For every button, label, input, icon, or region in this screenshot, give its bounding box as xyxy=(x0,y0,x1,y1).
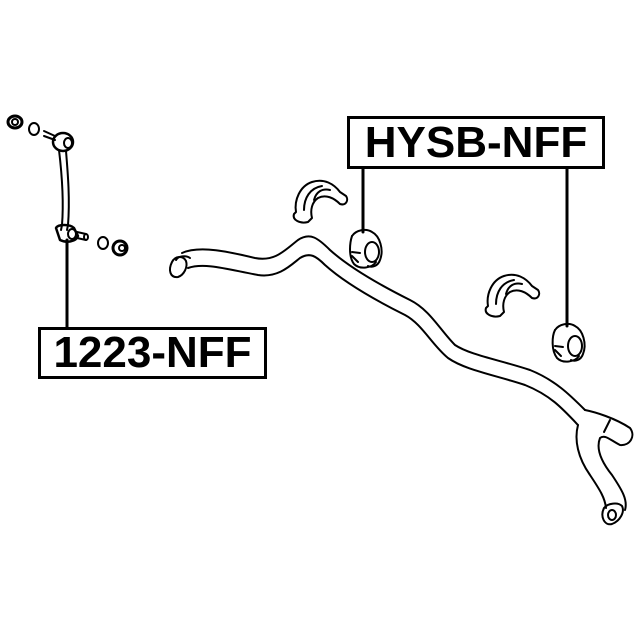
bushing-bracket-left-icon xyxy=(292,179,349,224)
bushing-bracket-right-icon xyxy=(484,273,541,318)
callout-label-hysb-nff: HYSB-NFF xyxy=(347,116,605,169)
callout-label-1223-nff: 1223-NFF xyxy=(38,327,267,379)
bushing-left-icon xyxy=(349,228,383,269)
stabilizer-bar-icon xyxy=(169,235,634,526)
bushing-right-icon xyxy=(551,322,586,363)
stabilizer-link-icon xyxy=(6,114,129,257)
leader-lines xyxy=(65,166,569,329)
